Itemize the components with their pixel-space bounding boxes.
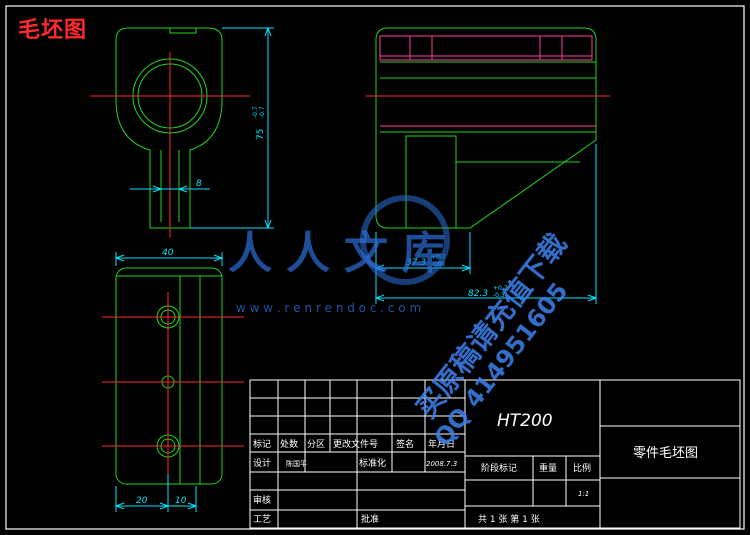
dim-823-tol-lower: -0.3 xyxy=(493,292,505,299)
tb-part-name: 零件毛坯图 xyxy=(633,446,698,461)
watermark-url: w w w . r e n r e n d o c . c o m xyxy=(236,301,421,315)
side-view-slot-block xyxy=(405,135,457,229)
drawing-title-text: 毛坯图 xyxy=(18,18,88,43)
dim-20-text: 20 xyxy=(136,496,148,506)
dim-373-text: 37.3 xyxy=(406,258,426,268)
dim-height-tol-lower: -0.7 xyxy=(259,106,266,118)
top-view xyxy=(102,252,244,512)
tb-material: HT200 xyxy=(497,411,553,431)
side-view xyxy=(366,27,610,304)
dim-40-text: 40 xyxy=(162,248,174,258)
dim-20-arrow-l xyxy=(114,502,125,510)
dim-10-arrow-r xyxy=(187,502,198,510)
tb-gengai: 更改文件号 xyxy=(333,438,378,450)
tb-biaozhunhua: 标准化 xyxy=(359,457,386,469)
tb-scale: 1:1 xyxy=(578,490,589,498)
tb-date: 2008.7.3 xyxy=(426,460,457,468)
front-view xyxy=(90,26,274,238)
dim-823-arrow-l xyxy=(374,294,385,302)
tb-gongyi: 工艺 xyxy=(253,514,271,525)
tb-zhongliang: 重量 xyxy=(539,462,557,474)
tb-jieduan: 阶段标记 xyxy=(481,462,517,474)
dim-20-arrow-r xyxy=(159,502,170,510)
watermark-logo-ring xyxy=(360,195,450,285)
tb-pizhun: 批准 xyxy=(361,513,379,525)
dim-height-arrow-bottom xyxy=(264,219,272,230)
tb-biaoji: 标记 xyxy=(253,438,271,450)
side-view-outline xyxy=(375,27,597,229)
tb-shenhe: 审核 xyxy=(253,494,271,506)
dim-373-arrow-r xyxy=(461,264,472,272)
dim-40-arrow-r xyxy=(213,254,224,262)
dim-823-text: 82.3 xyxy=(468,289,488,299)
tb-chushu: 处数 xyxy=(280,438,298,450)
dim-slot-arrow-l xyxy=(152,185,163,193)
tb-nianyueri: 年月日 xyxy=(428,438,455,450)
drawing-title-label: 毛坯图 xyxy=(18,12,118,44)
dim-373-tol-upper: +0.7 xyxy=(431,254,446,261)
tb-sheji: 设计 xyxy=(253,457,271,469)
tb-sheets: 共 1 张 第 1 张 xyxy=(478,513,540,525)
tb-designer: 陈国平 xyxy=(286,459,307,468)
tb-bili: 比例 xyxy=(573,462,591,474)
title-block-border xyxy=(249,379,741,529)
side-view-flange xyxy=(379,35,593,61)
dim-823-tol-upper: +0.7 xyxy=(493,285,508,292)
dim-height-arrow-top xyxy=(264,26,272,37)
tb-qianming: 签名 xyxy=(396,438,414,450)
drawing-frame xyxy=(5,5,745,530)
dim-slot-text: 8 xyxy=(196,179,202,189)
dim-height-tol-upper: -0.7 xyxy=(252,106,259,118)
dim-10-text: 10 xyxy=(175,496,187,506)
dim-slot-arrow-r xyxy=(177,185,188,193)
dim-823-arrow-r xyxy=(587,294,598,302)
title-block xyxy=(249,379,741,529)
tb-fenqu: 分区 xyxy=(307,439,325,450)
top-view-outline xyxy=(115,267,223,485)
front-view-outline xyxy=(115,27,223,229)
front-view-top-notch xyxy=(169,28,197,34)
dim-40-arrow-l xyxy=(114,254,125,262)
watermark-brand: 人人文库 xyxy=(228,228,460,279)
dim-height-text: 75 xyxy=(256,129,266,140)
title-block-text: 标记 处数 分区 更改文件号 签名 年月日 设计 陈国平 标准化 2008.7.… xyxy=(253,411,698,525)
